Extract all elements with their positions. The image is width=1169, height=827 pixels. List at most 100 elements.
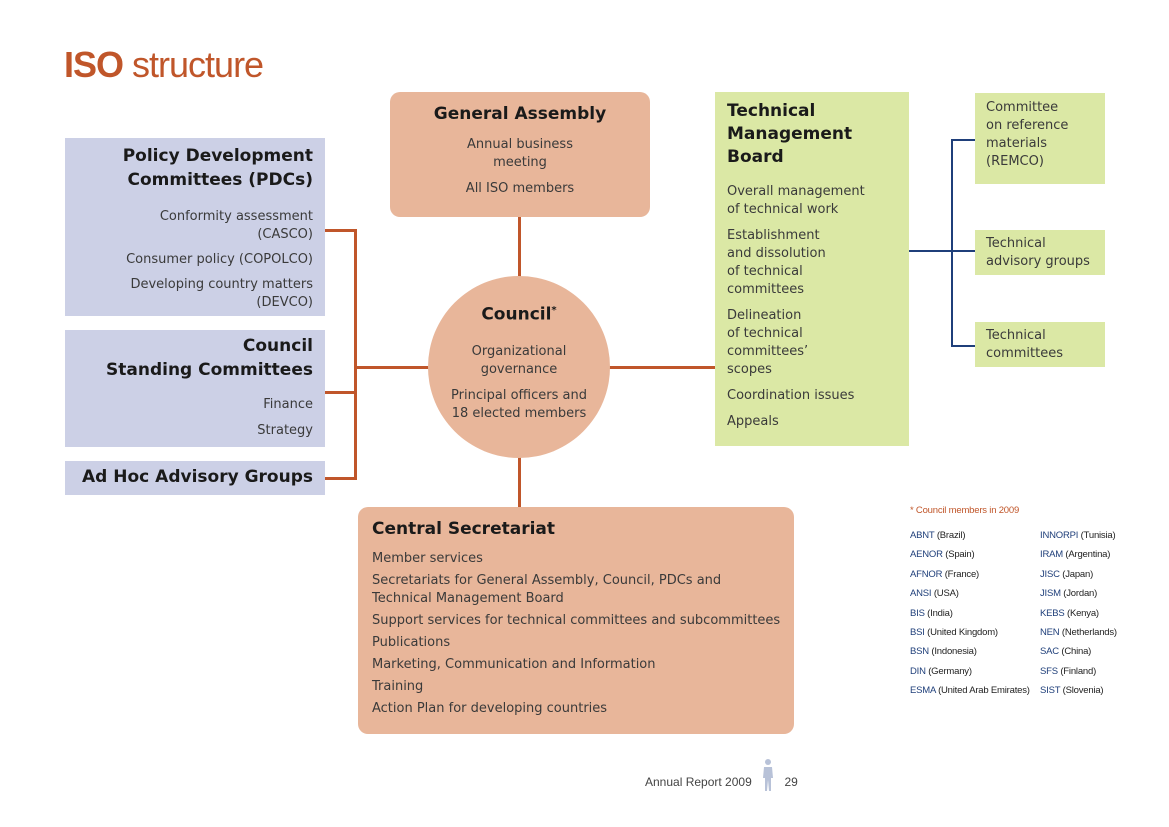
legend-country: (Indonesia) [931, 646, 977, 658]
legend-country: (Spain) [945, 549, 975, 561]
cs-item: Training [372, 679, 424, 694]
pdc-item: (DEVCO) [256, 295, 313, 310]
legend-code: IRAM [1040, 549, 1063, 561]
central-secretariat-box: Central Secretariat Member services Secr… [358, 507, 794, 734]
legend-entry: BSN (Indonesia) [910, 646, 1030, 665]
legend-country: (Netherlands) [1061, 626, 1117, 638]
tmb-box: Technical Management Board Overall manag… [715, 92, 909, 446]
legend-code: BIS [910, 607, 925, 619]
council-heading: Council* [428, 299, 610, 327]
tc-box: Technical committees [975, 322, 1105, 367]
csc-item: Strategy [257, 423, 313, 438]
connector-left-vertical [354, 229, 357, 480]
tmb-heading-1: Technical [727, 101, 816, 121]
legend-entry: KEBS (Kenya) [1040, 608, 1117, 627]
council-item: 18 elected members [451, 405, 587, 421]
person-silhouette-icon [763, 759, 774, 791]
legend-code: JISC [1040, 568, 1060, 580]
connector-adhoc [316, 477, 356, 480]
legend-country: (Slovenia) [1062, 685, 1104, 697]
legend-entry: NEN (Netherlands) [1040, 627, 1117, 646]
legend-title: * Council members in 2009 [910, 505, 1020, 516]
tmb-item: of technical [727, 326, 803, 341]
legend-country: (India) [927, 607, 953, 619]
legend-right-column: INNORPI (Tunisia) IRAM (Argentina) JISC … [1040, 530, 1117, 705]
remco-line: materials [986, 136, 1048, 151]
legend-country: (Brazil) [936, 530, 966, 541]
cs-item: Support services for technical committee… [372, 613, 781, 628]
council-heading-text: Council [481, 304, 552, 325]
legend-code: BSI [910, 626, 925, 638]
tmb-item: Appeals [727, 414, 779, 429]
cs-heading: Central Secretariat [372, 519, 556, 539]
ga-item: meeting [493, 155, 547, 170]
pdc-item: Consumer policy (COPOLCO) [126, 252, 313, 267]
legend-left-column: ABNT (Brazil) AENOR (Spain) AFNOR (Franc… [910, 530, 1030, 705]
cs-item: Secretariats for General Assembly, Counc… [372, 573, 722, 588]
connector-pdc [316, 229, 356, 232]
legend-code: BSN [910, 646, 929, 658]
tmb-item: scopes [727, 362, 772, 377]
legend-country: (Tunisia) [1080, 530, 1116, 541]
tag-box: Technical advisory groups [975, 230, 1105, 275]
cs-item: Marketing, Communication and Information [372, 657, 656, 672]
legend-code: INNORPI [1040, 530, 1079, 541]
adhoc-box: Ad Hoc Advisory Groups [65, 461, 325, 495]
legend-code: ABNT [910, 530, 935, 541]
tmb-item: Delineation [727, 308, 802, 323]
legend-entry: SFS (Finland) [1040, 666, 1117, 685]
legend-entry: SIST (Slovenia) [1040, 685, 1117, 704]
adhoc-heading: Ad Hoc Advisory Groups [82, 467, 313, 487]
csc-heading-2: Standing Committees [106, 360, 313, 380]
legend-code: AFNOR [910, 568, 943, 580]
tag-line: advisory groups [986, 254, 1090, 269]
legend-country: (China) [1061, 646, 1092, 658]
pdc-item: Conformity assessment [159, 209, 313, 224]
csc-item: Finance [263, 397, 313, 412]
connector-council-tmb [609, 366, 715, 369]
pdc-item: (CASCO) [257, 227, 313, 242]
csc-box: Council Standing Committees Finance Stra… [65, 330, 325, 447]
ga-item: Annual business [467, 137, 573, 152]
general-assembly-box: General Assembly Annual business meeting… [390, 92, 650, 217]
pdc-heading-2: Committees (PDCs) [127, 170, 313, 190]
cs-item: Action Plan for developing countries [372, 701, 608, 716]
title-bold: ISO [64, 44, 124, 85]
connector-csc [316, 391, 356, 394]
legend-code: SAC [1040, 646, 1059, 658]
tmb-heading-2: Management [727, 124, 853, 144]
legend-entry: BSI (United Kingdom) [910, 627, 1030, 646]
page-title: ISO structure [64, 44, 264, 86]
legend-country: (USA) [933, 588, 959, 600]
council-item: governance [480, 361, 558, 377]
council-circle: Council* Organizational governance Princ… [428, 276, 610, 458]
pdc-box: Policy Development Committees (PDCs) Con… [65, 138, 325, 316]
legend-code: KEBS [1040, 607, 1065, 619]
remco-line: (REMCO) [986, 154, 1044, 169]
remco-line: on reference [986, 118, 1069, 133]
tmb-item: committees’ [727, 344, 809, 359]
legend-code: AENOR [910, 549, 943, 561]
legend-country: (Finland) [1060, 665, 1097, 677]
council-marker: * [551, 305, 557, 316]
legend-country: (United Arab Emirates) [938, 685, 1030, 697]
legend-entry: INNORPI (Tunisia) [1040, 530, 1117, 549]
tmb-item: committees [727, 282, 805, 297]
remco-box: Committee on reference materials (REMCO) [975, 93, 1105, 184]
tc-line: committees [986, 346, 1064, 361]
pdc-heading-1: Policy Development [122, 146, 313, 166]
footer-report: Annual Report 2009 [645, 775, 752, 790]
legend-entry: JISM (Jordan) [1040, 588, 1117, 607]
legend-entry: ABNT (Brazil) [910, 530, 1030, 549]
tmb-item: of technical [727, 264, 803, 279]
tmb-item: Overall management [727, 184, 865, 199]
legend-country: (Jordan) [1063, 588, 1098, 600]
connector-tmb-right [909, 250, 953, 252]
connector-right-vertical [951, 139, 953, 347]
legend-entry: IRAM (Argentina) [1040, 549, 1117, 568]
legend-country: (United Kingdom) [927, 626, 998, 638]
legend-country: (France) [944, 568, 980, 580]
legend-country: (Argentina) [1065, 549, 1111, 561]
council-item: Organizational [471, 343, 567, 359]
legend-code: NEN [1040, 626, 1060, 638]
